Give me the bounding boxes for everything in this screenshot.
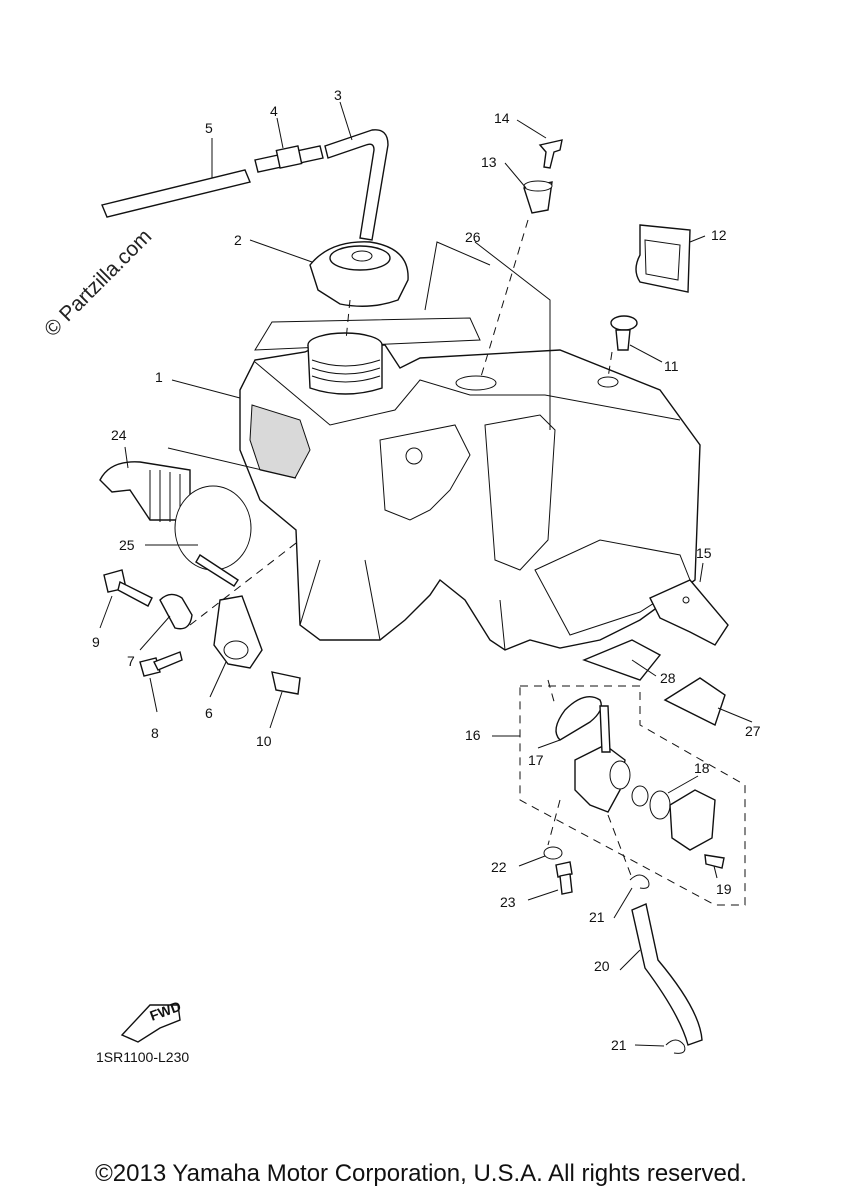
callout-24: 24 <box>111 427 127 443</box>
part-24-damper <box>99 461 191 522</box>
part-2-fuel-cap <box>309 241 409 307</box>
fwd-arrow-icon: FWD <box>120 998 183 1043</box>
callout-5: 5 <box>205 120 213 136</box>
part-12-clip <box>635 224 691 293</box>
callout-22: 22 <box>491 859 507 875</box>
part-21-clip-upper <box>629 874 650 889</box>
callout-18: 18 <box>694 760 710 776</box>
callout-16: 16 <box>465 727 481 743</box>
copyright-notice: ©2013 Yamaha Motor Corporation, U.S.A. A… <box>95 1160 747 1187</box>
callout-7: 7 <box>127 653 135 669</box>
part-16-lever-plate <box>631 785 716 851</box>
callout-2: 2 <box>234 232 242 248</box>
callout-10: 10 <box>256 733 272 749</box>
callout-19: 19 <box>716 881 732 897</box>
part-4-joint <box>254 145 324 173</box>
part-22-washer <box>543 846 563 860</box>
callout-1: 1 <box>155 369 163 385</box>
callout-21-upper: 21 <box>589 909 605 925</box>
part-26-side-cover <box>254 241 491 351</box>
callout-17: 17 <box>528 752 544 768</box>
part-15-bracket <box>649 579 729 646</box>
part-1-fuel-tank <box>239 332 701 651</box>
callout-11: 11 <box>664 358 679 374</box>
part-21-clip-lower <box>665 1039 686 1054</box>
part-5-hose <box>101 169 251 218</box>
part-7-damper <box>159 593 193 630</box>
drawing-code: 1SR1100-L230 <box>96 1049 190 1065</box>
part-3-breather-hose <box>324 129 389 241</box>
part-16-group-outline <box>519 685 746 906</box>
part-14-screw <box>538 139 563 169</box>
part-13-collar <box>523 180 553 214</box>
callout-3: 3 <box>334 87 342 103</box>
part-20-fuel-hose <box>631 903 703 1046</box>
callout-9: 9 <box>92 634 100 650</box>
callout-28: 28 <box>660 670 676 686</box>
callout-26: 26 <box>465 229 481 245</box>
part-19-screw <box>704 854 725 869</box>
part-11-bolt <box>610 315 638 351</box>
callout-8: 8 <box>151 725 159 741</box>
callout-25: 25 <box>119 537 135 553</box>
callout-4: 4 <box>270 103 278 119</box>
part-27-pad <box>663 677 726 726</box>
part-6-bracket <box>213 595 263 669</box>
callout-12: 12 <box>711 227 727 243</box>
part-28-pad <box>582 639 662 681</box>
callout-27: 27 <box>745 723 761 739</box>
callout-15: 15 <box>696 545 712 561</box>
part-23-screw <box>555 861 573 895</box>
part-9-bolt <box>103 569 153 607</box>
part-16-fuel-cock <box>574 705 631 813</box>
callout-6: 6 <box>205 705 213 721</box>
part-10-bolt <box>271 671 301 695</box>
callout-23: 23 <box>500 894 516 910</box>
leader-lines <box>99 101 753 1047</box>
part-8-bolt <box>139 651 183 677</box>
callout-13: 13 <box>481 154 497 170</box>
callout-20: 20 <box>594 958 610 974</box>
callout-14: 14 <box>494 110 510 126</box>
part-18-o-ring <box>649 790 671 820</box>
part-17-gasket <box>555 696 602 741</box>
callout-21-lower: 21 <box>611 1037 627 1053</box>
part-25-band <box>174 485 252 587</box>
